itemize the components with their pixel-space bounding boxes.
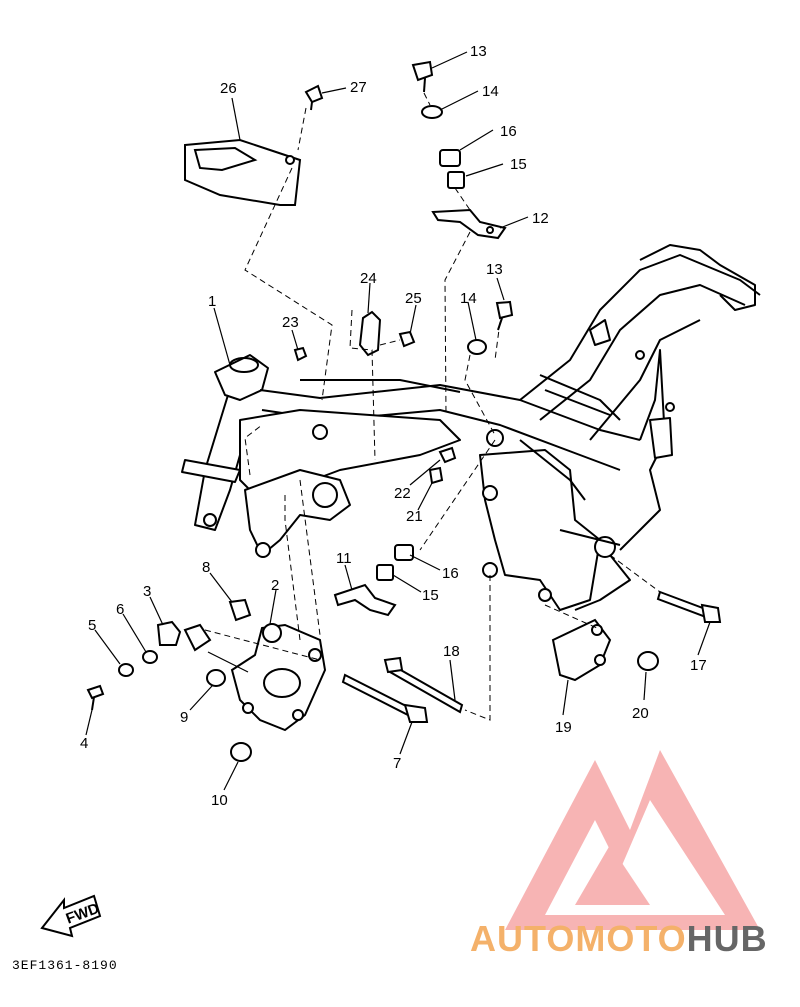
callout-15-top: 15	[510, 156, 527, 173]
callout-19: 19	[555, 719, 572, 736]
callout-18: 18	[443, 643, 460, 660]
callout-16-top: 16	[500, 123, 517, 140]
callout-5: 5	[88, 617, 96, 634]
callout-16-low: 16	[442, 565, 459, 582]
watermark-logo	[505, 750, 760, 930]
long-bolts	[341, 590, 722, 723]
callout-14-top: 14	[482, 83, 499, 100]
callout-17: 17	[690, 657, 707, 674]
callout-labels: 1 2 3 4 5 6 7 8 9 10 11 12 13 13 14 14 1…	[80, 43, 707, 809]
callout-14-mid: 14	[460, 290, 477, 307]
callout-23: 23	[282, 314, 299, 331]
callout-21: 21	[406, 508, 423, 525]
callout-4: 4	[80, 735, 88, 752]
assembly-lines	[204, 92, 661, 721]
cover-part	[184, 84, 324, 206]
watermark-text-part2: HUB	[686, 918, 768, 959]
upper-parts	[411, 60, 507, 240]
callout-6: 6	[116, 601, 124, 618]
callout-24: 24	[360, 270, 377, 287]
middle-parts	[293, 300, 514, 617]
callout-10: 10	[211, 792, 228, 809]
callout-20: 20	[632, 705, 649, 722]
part-code: 3EF1361-8190	[12, 958, 118, 973]
callout-15-low: 15	[422, 587, 439, 604]
callout-25: 25	[405, 290, 422, 307]
callout-3: 3	[143, 583, 151, 600]
callout-1: 1	[208, 293, 216, 310]
callout-7: 7	[393, 755, 401, 772]
watermark-text-part1: AUTOMOTO	[470, 918, 687, 959]
callout-2: 2	[271, 577, 279, 594]
callout-22: 22	[394, 485, 411, 502]
callout-9: 9	[180, 709, 188, 726]
fwd-arrow-icon: FWD	[40, 894, 102, 938]
callout-8: 8	[202, 559, 210, 576]
lower-left-parts	[86, 598, 327, 762]
watermark-text: AUTOMOTOHUB	[470, 918, 768, 960]
leader-lines	[85, 51, 711, 791]
callout-11: 11	[336, 550, 352, 567]
callout-13-mid: 13	[486, 261, 503, 278]
callout-26: 26	[220, 80, 237, 97]
main-frame	[181, 244, 761, 611]
callout-13-top: 13	[470, 43, 487, 60]
callout-12: 12	[532, 210, 549, 227]
callout-27: 27	[350, 79, 367, 96]
